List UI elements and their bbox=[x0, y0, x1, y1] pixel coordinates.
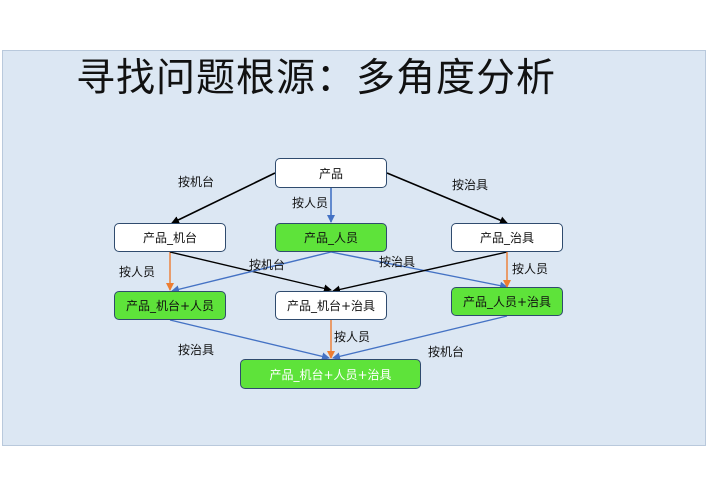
edge-label-fixture-mid: 按治具 bbox=[379, 255, 416, 269]
node-product-machine-fixture: 产品_机台+治具 bbox=[275, 291, 387, 320]
arrow-machine-person-to-all bbox=[169, 319, 330, 361]
arrow-person-to-machine-person bbox=[171, 251, 332, 294]
edge-label-person-top: 按人员 bbox=[292, 196, 329, 210]
edge-label-fixture-top: 按治具 bbox=[452, 178, 489, 192]
edge-label-person-left: 按人员 bbox=[119, 265, 156, 279]
arrow-machine-to-machine-fixture bbox=[169, 251, 332, 293]
page-title: 寻找问题根源：多角度分析 bbox=[76, 56, 557, 101]
node-product: 产品 bbox=[275, 158, 387, 188]
node-product-fixture: 产品_治具 bbox=[451, 223, 563, 252]
node-product-machine-person: 产品_机台+人员 bbox=[114, 291, 226, 320]
node-product-person-fixture: 产品_人员+治具 bbox=[451, 287, 563, 316]
arrow-person-fixture-to-all bbox=[332, 315, 508, 361]
node-product-all: 产品_机台+人员+治具 bbox=[240, 359, 421, 389]
node-product-machine: 产品_机台 bbox=[114, 223, 226, 252]
arrow-product-to-machine bbox=[171, 172, 276, 224]
edge-label-machine-mid: 按机台 bbox=[249, 258, 286, 272]
arrow-product-to-fixture bbox=[386, 172, 508, 224]
arrow-person-to-person-fixture bbox=[330, 251, 508, 290]
edge-label-person-right: 按人员 bbox=[512, 262, 549, 276]
edge-label-person-bottom: 按人员 bbox=[334, 330, 371, 344]
edge-label-machine-bottom: 按机台 bbox=[428, 345, 465, 359]
edge-label-fixture-bottom: 按治具 bbox=[178, 343, 215, 357]
arrow-fixture-to-machine-fixture bbox=[332, 251, 508, 294]
edge-label-machine-top: 按机台 bbox=[178, 175, 215, 189]
node-product-person: 产品_人员 bbox=[275, 223, 387, 252]
